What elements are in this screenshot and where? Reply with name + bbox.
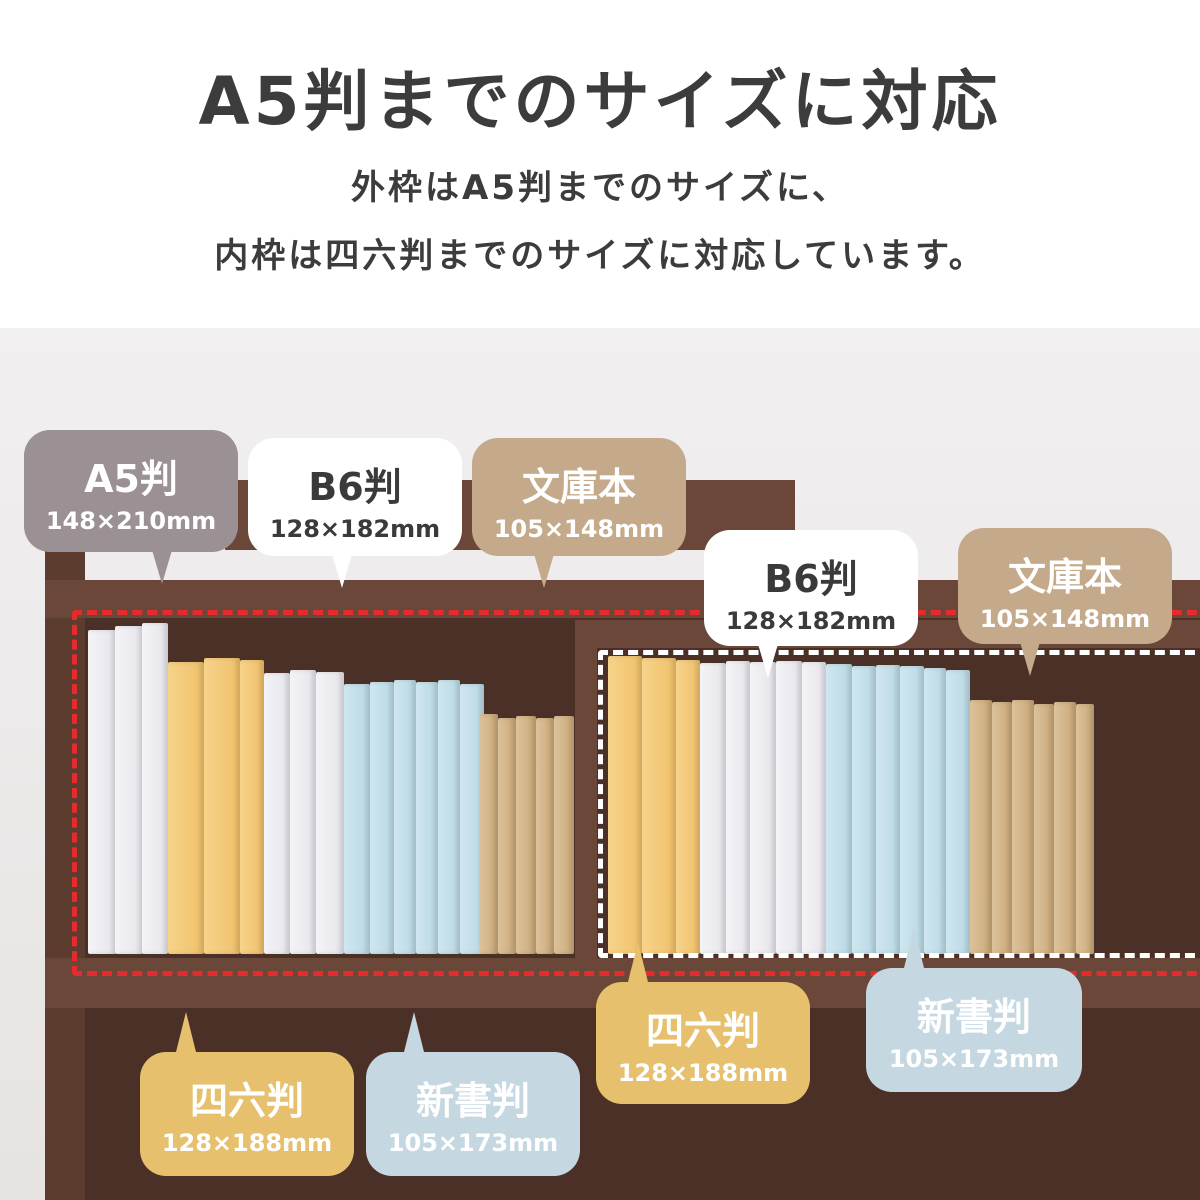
book bbox=[900, 666, 924, 954]
page-title: A5判までのサイズに対応 bbox=[198, 63, 1002, 140]
book bbox=[750, 662, 776, 954]
book bbox=[115, 626, 143, 954]
label-pointer bbox=[904, 928, 924, 968]
label-outer-shinsho-size: 105×173mm bbox=[387, 1129, 559, 1157]
label-inner-b6-name: B6判 bbox=[764, 557, 858, 601]
label-outer-b6-name: B6判 bbox=[308, 465, 402, 509]
shelf-side-left bbox=[45, 543, 85, 1200]
book bbox=[536, 718, 554, 954]
book bbox=[554, 716, 574, 954]
book bbox=[676, 660, 700, 954]
label-pointer bbox=[152, 550, 172, 584]
label-inner-bunko: 文庫本 105×148mm bbox=[958, 528, 1172, 676]
label-a5-name: A5判 bbox=[84, 457, 178, 501]
label-inner-shinsho-size: 105×173mm bbox=[888, 1045, 1060, 1073]
label-inner-b6: B6判 128×182mm bbox=[704, 530, 918, 678]
book bbox=[142, 623, 168, 954]
label-inner-shiroku-size: 128×188mm bbox=[617, 1059, 789, 1087]
book bbox=[1076, 704, 1094, 954]
book bbox=[1012, 700, 1034, 954]
book bbox=[480, 714, 498, 954]
book bbox=[240, 660, 264, 954]
label-outer-shinsho-name: 新書判 bbox=[415, 1079, 530, 1123]
book bbox=[726, 661, 750, 954]
book bbox=[852, 666, 876, 954]
book bbox=[316, 672, 344, 954]
inner-frame-outline bbox=[598, 650, 1200, 958]
book bbox=[88, 630, 116, 954]
label-pointer bbox=[534, 554, 554, 588]
book bbox=[992, 702, 1012, 954]
book bbox=[264, 673, 290, 954]
book bbox=[168, 662, 204, 954]
subtitle-line-1: 外枠はA5判までのサイズに、 bbox=[351, 168, 849, 208]
book bbox=[608, 656, 642, 954]
label-outer-bunko: 文庫本 105×148mm bbox=[472, 438, 686, 588]
label-inner-shinsho-name: 新書判 bbox=[916, 995, 1031, 1039]
label-inner-b6-size: 128×182mm bbox=[725, 607, 897, 635]
book bbox=[802, 662, 826, 954]
book bbox=[924, 668, 946, 954]
book bbox=[1054, 702, 1076, 954]
book bbox=[516, 716, 536, 954]
book bbox=[394, 680, 416, 954]
book bbox=[1034, 704, 1054, 954]
book bbox=[776, 661, 802, 954]
label-inner-bunko-name: 文庫本 bbox=[1007, 555, 1122, 599]
book bbox=[970, 700, 992, 954]
book bbox=[498, 718, 516, 954]
label-a5-size: 148×210mm bbox=[45, 507, 217, 535]
subtitle-line-2: 内枠は四六判までのサイズに対応しています。 bbox=[214, 236, 986, 276]
label-outer-shiroku-name: 四六判 bbox=[189, 1079, 304, 1123]
book bbox=[876, 665, 900, 954]
book bbox=[946, 670, 970, 954]
label-a5: A5判 148×210mm bbox=[24, 430, 238, 584]
label-outer-shiroku-size: 128×188mm bbox=[161, 1129, 333, 1157]
label-pointer bbox=[176, 1012, 196, 1052]
book bbox=[826, 664, 852, 954]
book bbox=[204, 658, 240, 954]
book bbox=[642, 658, 676, 954]
book bbox=[700, 663, 726, 954]
label-outer-bunko-name: 文庫本 bbox=[521, 465, 636, 509]
book bbox=[416, 682, 438, 954]
inner-frame-side bbox=[575, 620, 597, 960]
header: A5判までのサイズに対応 外枠はA5判までのサイズに、 内枠は四六判までのサイズ… bbox=[0, 0, 1200, 328]
label-outer-shiroku: 四六判 128×188mm bbox=[140, 1012, 354, 1176]
label-outer-bunko-size: 105×148mm bbox=[493, 515, 665, 543]
label-outer-b6: B6判 128×182mm bbox=[248, 438, 462, 588]
label-pointer bbox=[758, 644, 778, 678]
label-pointer bbox=[404, 1012, 424, 1052]
label-pointer bbox=[628, 942, 648, 982]
label-pointer bbox=[332, 554, 352, 588]
book bbox=[290, 670, 316, 954]
label-inner-shinsho: 新書判 105×173mm bbox=[866, 928, 1082, 1092]
label-pointer bbox=[1020, 642, 1040, 676]
label-inner-bunko-size: 105×148mm bbox=[979, 605, 1151, 633]
label-outer-b6-size: 128×182mm bbox=[269, 515, 441, 543]
book bbox=[438, 680, 460, 954]
label-inner-shiroku: 四六判 128×188mm bbox=[596, 942, 810, 1104]
book bbox=[370, 682, 394, 954]
book bbox=[344, 684, 370, 954]
label-outer-shinsho: 新書判 105×173mm bbox=[366, 1012, 580, 1176]
label-inner-shiroku-name: 四六判 bbox=[645, 1009, 760, 1053]
